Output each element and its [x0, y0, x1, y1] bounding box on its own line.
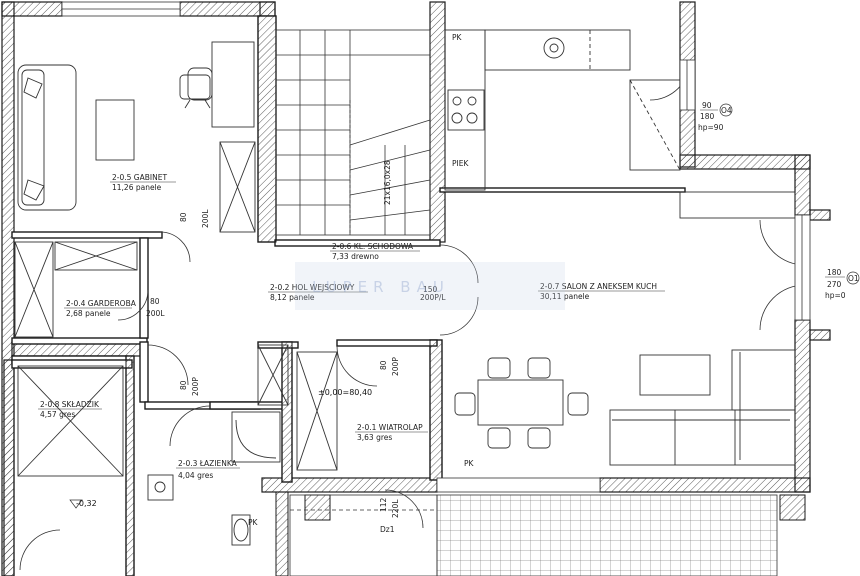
svg-text:hp=0: hp=0 [825, 291, 846, 300]
room-label-hol-wejsciowy: 2-0.2 HOL WEJSCIOWY 8,12 panele [268, 283, 368, 302]
svg-text:112: 112 [379, 497, 388, 512]
svg-text:200P/L: 200P/L [420, 293, 446, 302]
sofa [17, 64, 77, 211]
kitchen [444, 29, 796, 396]
svg-text:180: 180 [700, 112, 715, 121]
window-openings [61, 1, 811, 493]
svg-text:270: 270 [827, 280, 842, 289]
svg-text:PK: PK [452, 33, 463, 42]
garderoba-furniture [14, 241, 138, 338]
svg-text:O4: O4 [721, 106, 732, 115]
svg-text:4,57 gres: 4,57 gres [40, 410, 75, 419]
svg-text:220L: 220L [391, 499, 400, 518]
svg-text:180: 180 [827, 268, 842, 277]
dining-set [454, 357, 589, 449]
svg-text:80: 80 [179, 380, 188, 390]
svg-text:2-0.7 SALON Z ANEKSEM KUCH: 2-0.7 SALON Z ANEKSEM KUCH [540, 282, 657, 291]
level-label-main: ±0,00=80,40 [318, 388, 372, 397]
svg-text:7,33 drewno: 7,33 drewno [332, 252, 379, 261]
office-chair [179, 67, 213, 109]
door-label-lazienka: 80 200P [179, 377, 200, 396]
door-label-entrance: 112 220L Dz1 [379, 497, 400, 534]
shower [231, 411, 281, 463]
wiatrolap [296, 351, 338, 471]
svg-text:O1: O1 [848, 274, 859, 283]
svg-text:hp=90: hp=90 [698, 123, 724, 132]
pillars [125, 15, 806, 576]
svg-text:PK: PK [464, 459, 475, 468]
bathroom [147, 344, 289, 546]
svg-text:200P: 200P [391, 357, 400, 376]
washbasin [147, 474, 174, 501]
svg-text:11,26 panele: 11,26 panele [112, 183, 162, 192]
svg-text:2-0.8 SKŁADZIK: 2-0.8 SKŁADZIK [40, 400, 100, 409]
room-label-garderoba: 2-0.4 GARDEROBA 2,68 panele [64, 299, 137, 318]
exterior-walls [1, 1, 831, 576]
pk-marks: PK PK PK [248, 33, 475, 527]
svg-text:2-0.5 GABINET: 2-0.5 GABINET [112, 173, 167, 182]
staircase [275, 29, 431, 236]
watermark: LUPER BAU [295, 262, 565, 310]
svg-text:PK: PK [248, 518, 259, 527]
door-label-wiatrolap: 80 200P [379, 357, 400, 376]
toilet [231, 514, 251, 546]
room-label-salon: 2-0.7 SALON Z ANEKSEM KUCH 30,11 panele [538, 282, 665, 301]
svg-text:2-0.4 GARDEROBA: 2-0.4 GARDEROBA [66, 299, 137, 308]
room-label-skladzik: 2-0.8 SKŁADZIK 4,57 gres [38, 400, 102, 419]
svg-text:LUPER BAU: LUPER BAU [312, 278, 450, 296]
svg-text:8,12 panele: 8,12 panele [270, 293, 315, 302]
svg-text:30,11 panele: 30,11 panele [540, 292, 590, 301]
corner-sofa [609, 349, 796, 466]
stairs-label: 21x16,0x28 [383, 160, 392, 205]
svg-text:PIEK: PIEK [452, 159, 469, 168]
sink [543, 37, 565, 59]
desk [211, 41, 255, 128]
window-label-o1: 180 270 hp=0 O1 [825, 268, 860, 300]
svg-text:2,68 panele: 2,68 panele [66, 309, 111, 318]
wardrobe-gabinet [219, 141, 256, 233]
svg-text:80: 80 [379, 360, 388, 370]
skladzik [17, 365, 124, 477]
gabinet-furniture [17, 41, 256, 233]
level-label-store: -0,32 [69, 499, 97, 509]
svg-text:-0,32: -0,32 [76, 499, 97, 508]
svg-text:2-0.2 HOL WEJSCIOWY: 2-0.2 HOL WEJSCIOWY [270, 283, 355, 292]
window-label-o4: 90 180 hp=90 O4 [698, 101, 733, 132]
kitchen-label: PIEK [452, 159, 469, 168]
svg-text:80: 80 [150, 297, 160, 306]
svg-text:200L: 200L [146, 309, 165, 318]
cooktop [447, 89, 485, 131]
room-label-klatka-schodowa: 2-0.6 KL. SCHODOWA 7,33 drewno [330, 242, 420, 261]
svg-text:2-0.3 ŁAZIENKA: 2-0.3 ŁAZIENKA [178, 459, 238, 468]
door-label-salon: 150 200P/L [420, 285, 446, 302]
svg-text:21x16,0x28: 21x16,0x28 [383, 160, 392, 205]
door-label-gabinet: 80 200L [179, 209, 210, 228]
coffee-table [95, 99, 135, 161]
svg-text:2-0.6 KL. SCHODOWA: 2-0.6 KL. SCHODOWA [332, 242, 414, 251]
svg-text:150: 150 [423, 285, 438, 294]
svg-text:2-0.1 WIATROLAP: 2-0.1 WIATROLAP [357, 423, 423, 432]
room-label-gabinet: 2-0.5 GABINET 11,26 panele [110, 173, 176, 192]
svg-text:80: 80 [179, 212, 188, 222]
room-label-lazienka: 2-0.3 ŁAZIENKA 4,04 gres [176, 459, 240, 480]
svg-text:±0,00=80,40: ±0,00=80,40 [318, 388, 372, 397]
room-label-wiatrolap: 2-0.1 WIATROLAP 3,63 gres [355, 423, 428, 442]
terrace [289, 494, 778, 576]
dining-table [477, 379, 564, 426]
svg-text:200L: 200L [201, 209, 210, 228]
svg-text:200P: 200P [191, 377, 200, 396]
svg-text:4,04 gres: 4,04 gres [178, 471, 213, 480]
door-label-garderoba: 80 200L [146, 297, 165, 318]
svg-text:90: 90 [702, 101, 712, 110]
svg-text:3,63 gres: 3,63 gres [357, 433, 392, 442]
svg-text:Dz1: Dz1 [380, 525, 395, 534]
